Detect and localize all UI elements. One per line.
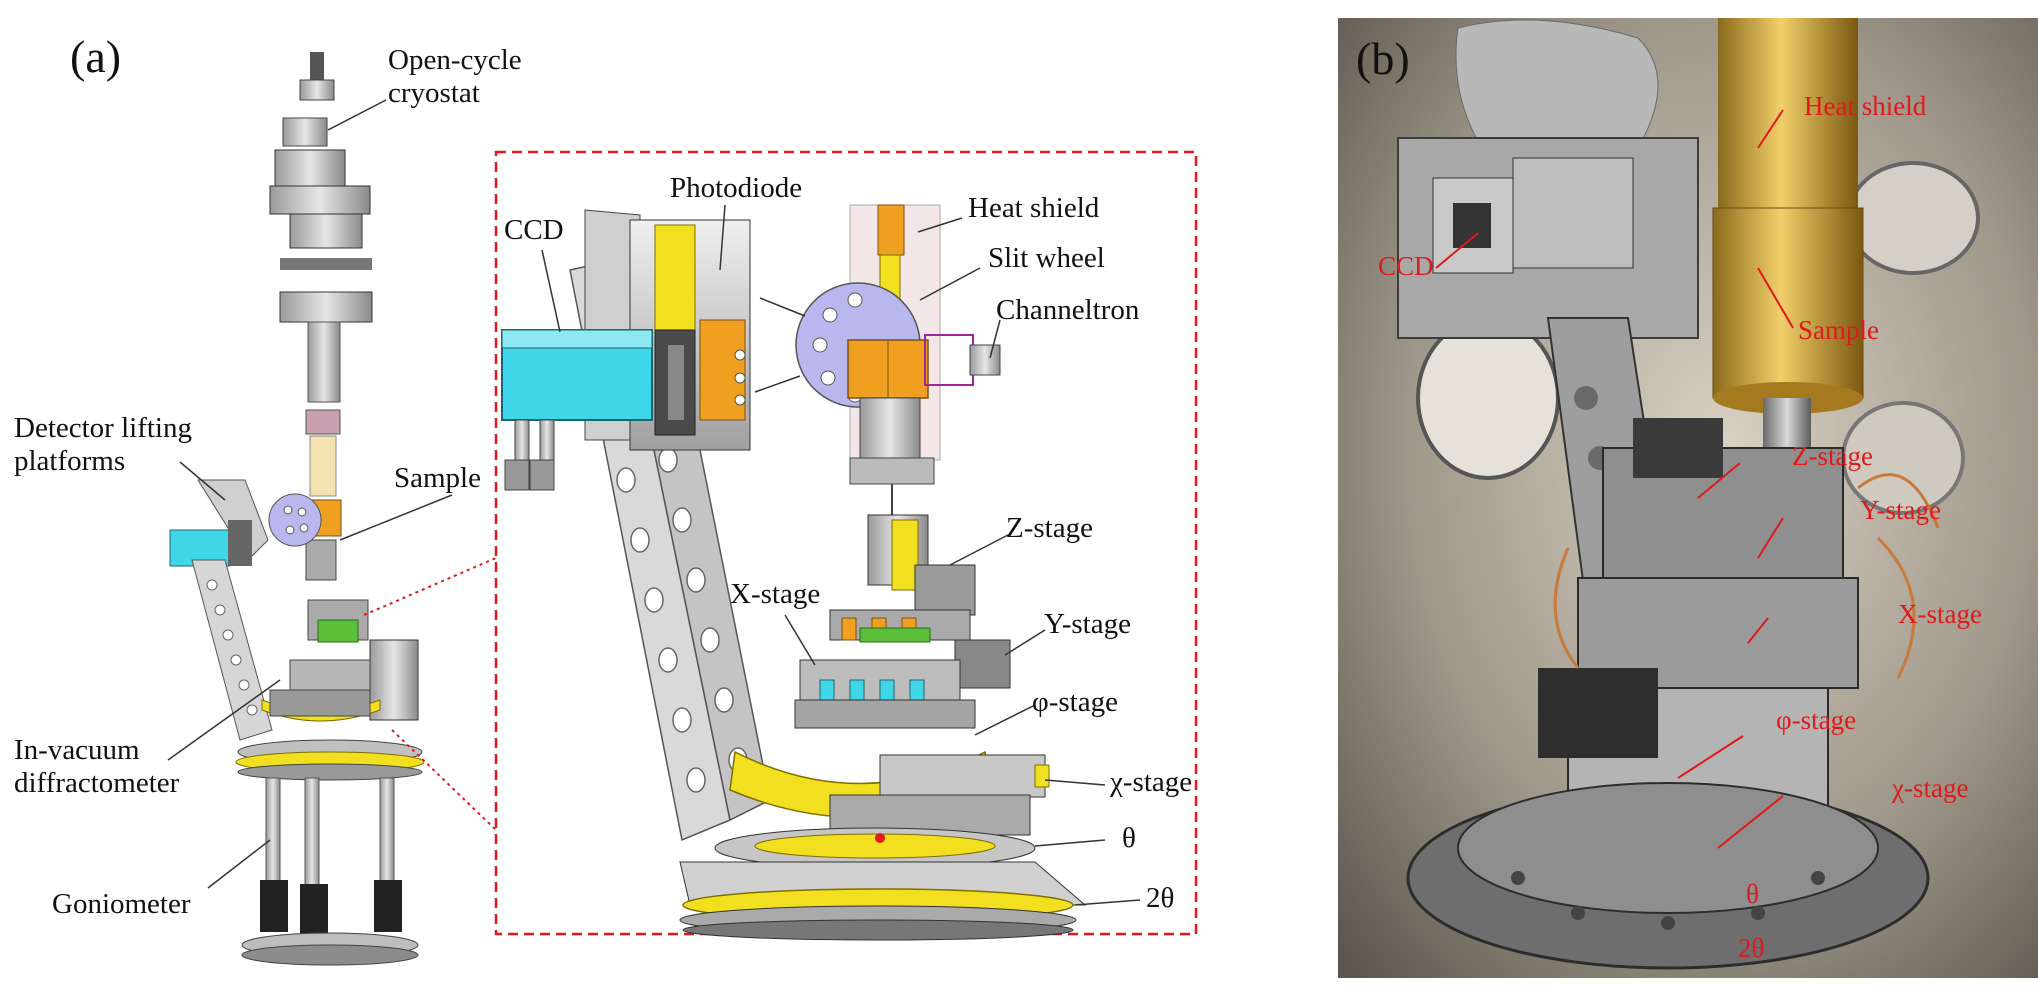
label-x-stage-detail: X-stage bbox=[730, 578, 821, 610]
detail-leaders bbox=[541, 204, 1141, 906]
label-channeltron: Channeltron bbox=[996, 294, 1140, 326]
label-chi-stage-detail: χ-stage bbox=[1110, 766, 1193, 798]
panel-b-letter: (b) bbox=[1356, 33, 1410, 84]
photo-label-sample: Sample bbox=[1798, 315, 1879, 345]
label-y-stage-detail: Y-stage bbox=[1044, 608, 1131, 640]
photo-label-ccd: CCD bbox=[1378, 251, 1434, 281]
photo-illustration bbox=[1338, 18, 2038, 978]
panel-b-photo bbox=[1338, 18, 2038, 978]
label-two-theta-detail: 2θ bbox=[1146, 882, 1175, 914]
label-slit-wheel: Slit wheel bbox=[988, 242, 1105, 274]
label-phi-stage-detail: φ-stage bbox=[1032, 686, 1118, 718]
photo-label-y-stage: Y-stage bbox=[1860, 495, 1941, 525]
label-goniometer: Goniometer bbox=[52, 888, 191, 920]
photo-label-phi-stage: φ-stage bbox=[1776, 705, 1857, 735]
label-sample-overview: Sample bbox=[394, 462, 481, 494]
label-z-stage-detail: Z-stage bbox=[1006, 512, 1093, 544]
photo-label-chi-stage: χ-stage bbox=[1892, 773, 1969, 803]
panel-a-letter: (a) bbox=[70, 31, 122, 82]
overview-assembly bbox=[169, 52, 425, 966]
photo-label-theta: θ bbox=[1746, 879, 1759, 909]
label-heat-shield-detail: Heat shield bbox=[968, 192, 1100, 224]
photo-label-x-stage: X-stage bbox=[1898, 599, 1982, 629]
overview-leaders bbox=[167, 99, 453, 889]
label-ccd-detail: CCD bbox=[504, 214, 564, 246]
photo-label-heat-shield: Heat shield bbox=[1804, 91, 1927, 121]
panel-a-drawing bbox=[167, 52, 1198, 966]
label-in-vacuum-diffractometer: In-vacuum diffractometer bbox=[14, 734, 180, 800]
label-photodiode: Photodiode bbox=[670, 172, 803, 204]
photo-label-z-stage: Z-stage bbox=[1792, 441, 1873, 471]
label-open-cycle-cryostat: Open-cycle cryostat bbox=[388, 44, 522, 110]
detail-assembly bbox=[501, 204, 1087, 941]
photo-label-two-theta: 2θ bbox=[1738, 933, 1765, 963]
label-detector-lifting-platforms: Detector lifting platforms bbox=[14, 412, 192, 478]
label-theta-detail: θ bbox=[1122, 822, 1136, 854]
